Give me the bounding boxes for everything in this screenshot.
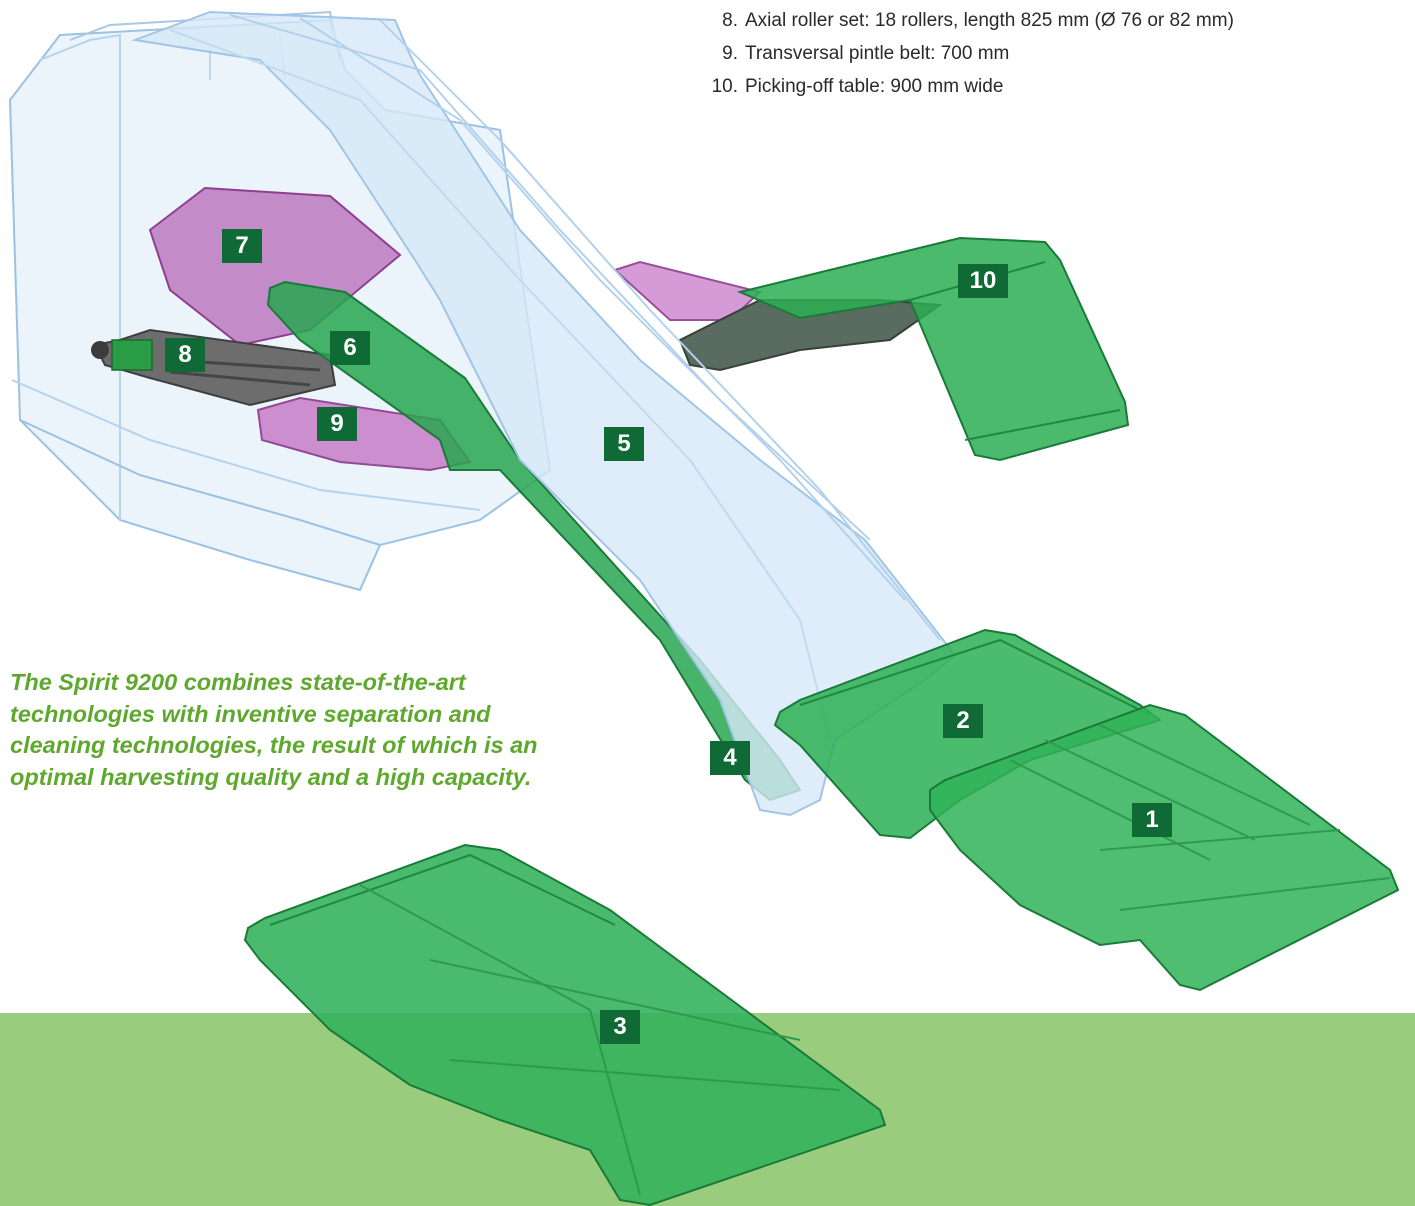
part-3-shape [245, 845, 885, 1205]
spec-item-9: 9. Transversal pintle belt: 700 mm [690, 37, 1234, 70]
label-7: 7 [222, 229, 262, 263]
spec-item-8: 8. Axial roller set: 18 rollers, length 8… [690, 4, 1234, 37]
label-8: 8 [165, 338, 205, 372]
spec-number: 10. [690, 70, 738, 103]
label-9: 9 [317, 407, 357, 441]
label-1: 1 [1132, 803, 1172, 837]
spec-number: 9. [690, 37, 738, 70]
spec-text: Axial roller set: 18 rollers, length 825… [745, 10, 1234, 31]
label-3: 3 [600, 1010, 640, 1044]
tagline-text: The Spirit 9200 combines state-of-the-ar… [10, 667, 550, 793]
label-6: 6 [330, 331, 370, 365]
label-4: 4 [710, 741, 750, 775]
spec-text: Transversal pintle belt: 700 mm [745, 43, 1009, 64]
label-2: 2 [943, 704, 983, 738]
label-5: 5 [604, 427, 644, 461]
spec-list: 8. Axial roller set: 18 rollers, length 8… [690, 4, 1234, 103]
spec-number: 8. [690, 4, 738, 37]
label-10: 10 [958, 264, 1008, 298]
spec-text: Picking-off table: 900 mm wide [745, 76, 1003, 97]
spec-item-10: 10. Picking-off table: 900 mm wide [690, 70, 1234, 103]
